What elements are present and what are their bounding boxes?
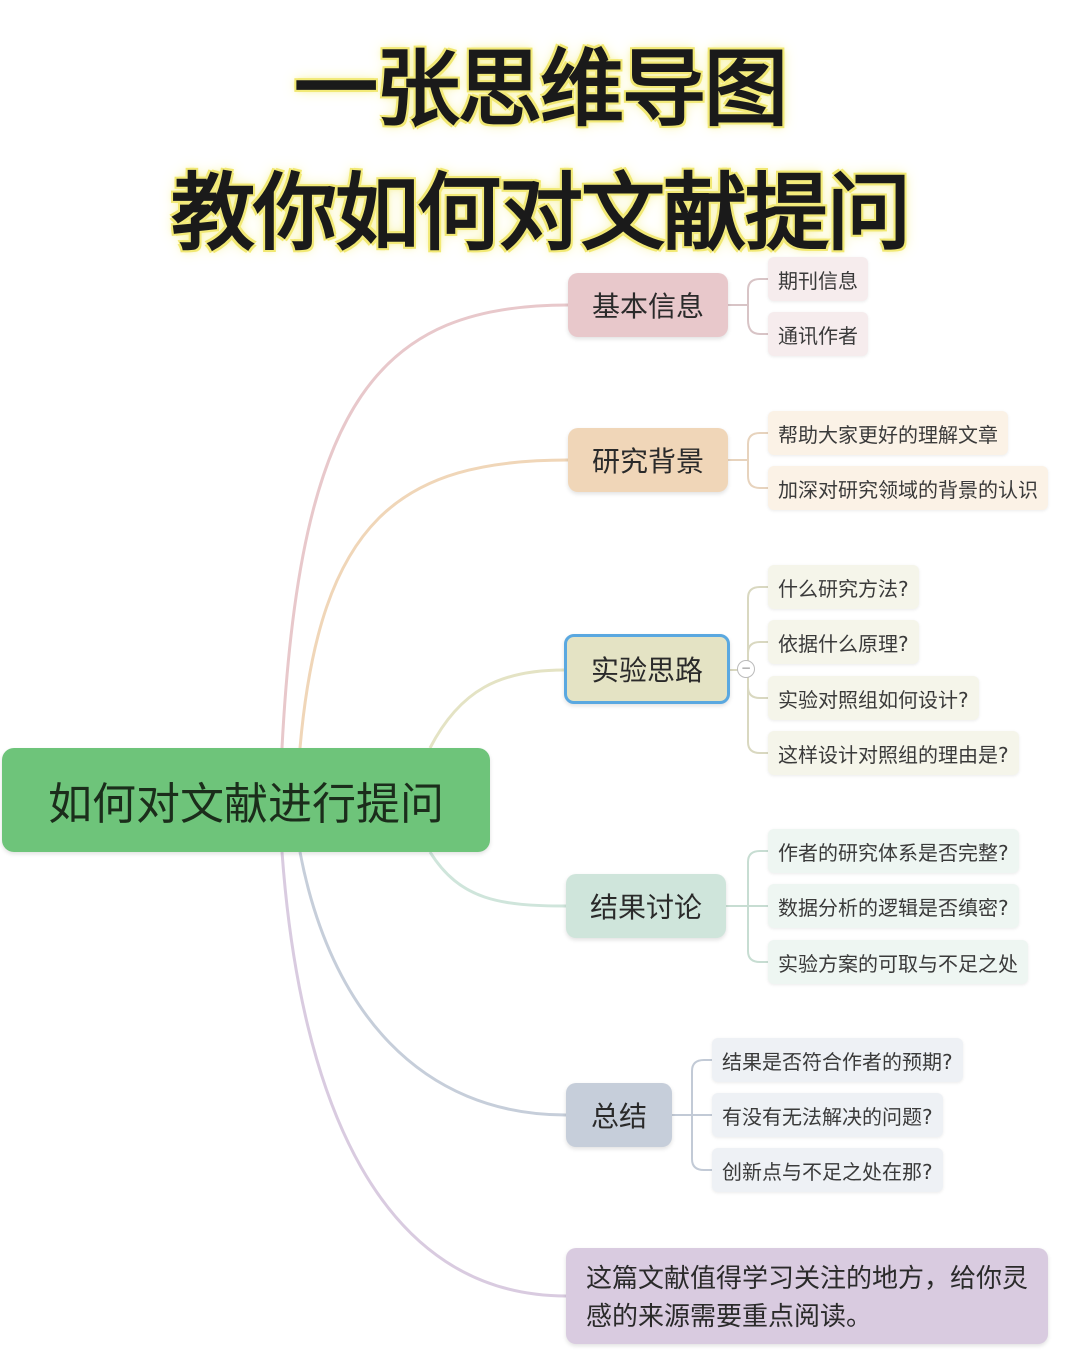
branch-summary[interactable]: 总结 [566, 1083, 672, 1147]
branch-experiment-approach[interactable]: 实验思路 [564, 634, 730, 704]
leaf-corresponding-author[interactable]: 通讯作者 [768, 312, 868, 356]
leaf-control-reason[interactable]: 这样设计对照组的理由是? [768, 731, 1019, 775]
leaf-expected-result[interactable]: 结果是否符合作者的预期? [712, 1038, 963, 1082]
collapse-toggle-icon[interactable]: − [737, 660, 755, 678]
connector-root-background [298, 458, 569, 749]
branch-results-discussion[interactable]: 结果讨论 [566, 874, 726, 938]
leaf-understand-article[interactable]: 帮助大家更好的理解文章 [768, 411, 1008, 455]
leaf-unsolved-problems[interactable]: 有没有无法解决的问题? [712, 1093, 943, 1137]
connector-root-basic-info [280, 303, 569, 749]
note-node[interactable]: 这篇文献值得学习关注的地方，给你灵感的来源需要重点阅读。 [566, 1248, 1048, 1344]
connector-root-note [280, 851, 567, 1298]
leaf-data-logic[interactable]: 数据分析的逻辑是否缜密? [768, 884, 1019, 928]
connector-root-results [428, 851, 567, 908]
root-node[interactable]: 如何对文献进行提问 [2, 748, 490, 852]
branch-basic-info[interactable]: 基本信息 [568, 273, 728, 337]
leaf-pros-cons[interactable]: 实验方案的可取与不足之处 [768, 940, 1028, 984]
title-line-1: 一张思维导图 [293, 40, 788, 138]
title-line-2: 教你如何对文献提问 [170, 164, 911, 262]
leaf-control-design[interactable]: 实验对照组如何设计? [768, 676, 979, 720]
leaf-research-method[interactable]: 什么研究方法? [768, 565, 919, 609]
leaf-deepen-background[interactable]: 加深对研究领域的背景的认识 [768, 466, 1048, 510]
leaf-principle[interactable]: 依据什么原理? [768, 620, 919, 664]
leaf-system-complete[interactable]: 作者的研究体系是否完整? [768, 829, 1019, 873]
connector-root-experiment [428, 668, 565, 749]
branch-research-background[interactable]: 研究背景 [568, 428, 728, 492]
leaf-journal-info[interactable]: 期刊信息 [768, 257, 868, 301]
connector-root-summary [298, 851, 567, 1117]
leaf-innovation-shortcomings[interactable]: 创新点与不足之处在那? [712, 1148, 943, 1192]
